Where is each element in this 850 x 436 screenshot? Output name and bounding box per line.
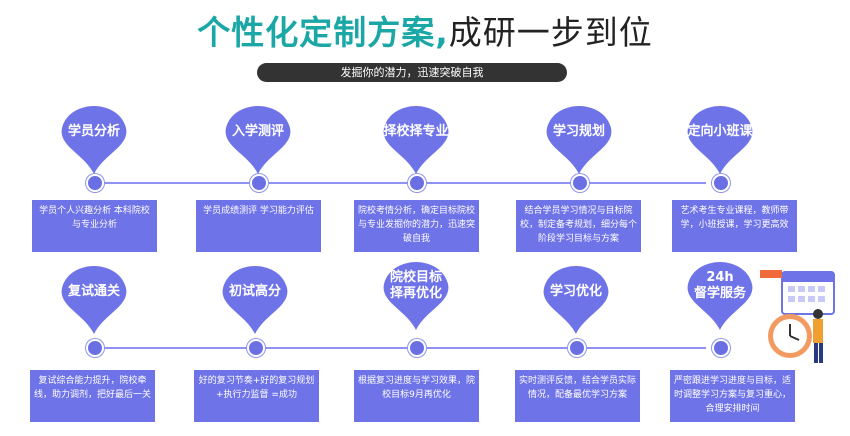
- timeline-dot: [712, 174, 730, 192]
- step-label: 定向小班课: [682, 124, 758, 140]
- step-label: 学习规划: [541, 124, 617, 140]
- timeline-dot: [712, 339, 730, 357]
- timeline-dot: [571, 174, 589, 192]
- step-label: 24h 督学服务: [682, 270, 758, 302]
- step-drop-10: 24h 督学服务: [682, 258, 758, 334]
- step-desc: 艺术考生专业课程，教师带学，小班授课，学习更高效: [672, 200, 797, 252]
- step-desc: 结合学员学习情况与目标院校，制定备考规划，细分每个阶段学习目标与方案: [516, 200, 641, 252]
- step-drop-4: 学习规划: [541, 102, 617, 178]
- row1-timeline: [94, 182, 706, 184]
- step-desc: 好的复习节奏+好的复习规划+执行力监督 =成功: [194, 370, 319, 422]
- step-label: 入学测评: [220, 124, 296, 140]
- step-desc: 学员个人兴趣分析 本科院校与专业分析: [32, 200, 157, 252]
- step-label: 复试通关: [56, 284, 132, 300]
- timeline-dot: [408, 174, 426, 192]
- row2-timeline: [94, 347, 706, 349]
- step-label: 院校目标 择再优化: [378, 270, 454, 302]
- step-desc: 学员成绩测评 学习能力评估: [196, 200, 321, 252]
- step-desc: 复试综合能力提升，院校牵线，助力调剂，把好最后一关: [30, 370, 155, 422]
- step-desc: 严密跟进学习进度与目标，适时调整学习方案与复习重心，合理安排时间: [670, 370, 795, 422]
- step-drop-6: 复试通关: [56, 262, 132, 338]
- step-label: 学习优化: [538, 284, 614, 300]
- step-drop-5: 定向小班课: [682, 102, 758, 178]
- step-desc: 实时测评反馈，结合学员实际情况，配备最优学习方案: [515, 370, 640, 422]
- page-title: 个性化定制方案,成研一步到位: [0, 6, 850, 54]
- title-rest: 成研一步到位: [449, 13, 653, 52]
- title-highlight: 个性化定制方案,: [197, 13, 449, 52]
- step-drop-2: 入学测评: [220, 102, 296, 178]
- step-desc: 根据复习进度与学习效果，院校目标9月再优化: [354, 370, 479, 422]
- timeline-dot: [86, 339, 104, 357]
- timeline-dot: [247, 339, 265, 357]
- timeline-dot: [250, 174, 268, 192]
- step-drop-8: 院校目标 择再优化: [378, 258, 454, 334]
- step-label: 择校择专业: [378, 124, 454, 140]
- step-drop-7: 初试高分: [217, 262, 293, 338]
- step-drop-3: 择校择专业: [378, 102, 454, 178]
- timeline-dot: [86, 174, 104, 192]
- subtitle-bar: 发掘你的潜力，迅速突破自我: [257, 63, 567, 82]
- step-label: 初试高分: [217, 284, 293, 300]
- timeline-dot: [408, 339, 426, 357]
- timeline-dot: [568, 339, 586, 357]
- step-drop-9: 学习优化: [538, 262, 614, 338]
- step-desc: 院校考情分析，确定目标院校与专业发掘你的潜力，迅速突破自我: [354, 200, 479, 252]
- calendar-clock-illustration: [760, 268, 840, 368]
- step-drop-1: 学员分析: [56, 102, 132, 178]
- step-label: 学员分析: [56, 124, 132, 140]
